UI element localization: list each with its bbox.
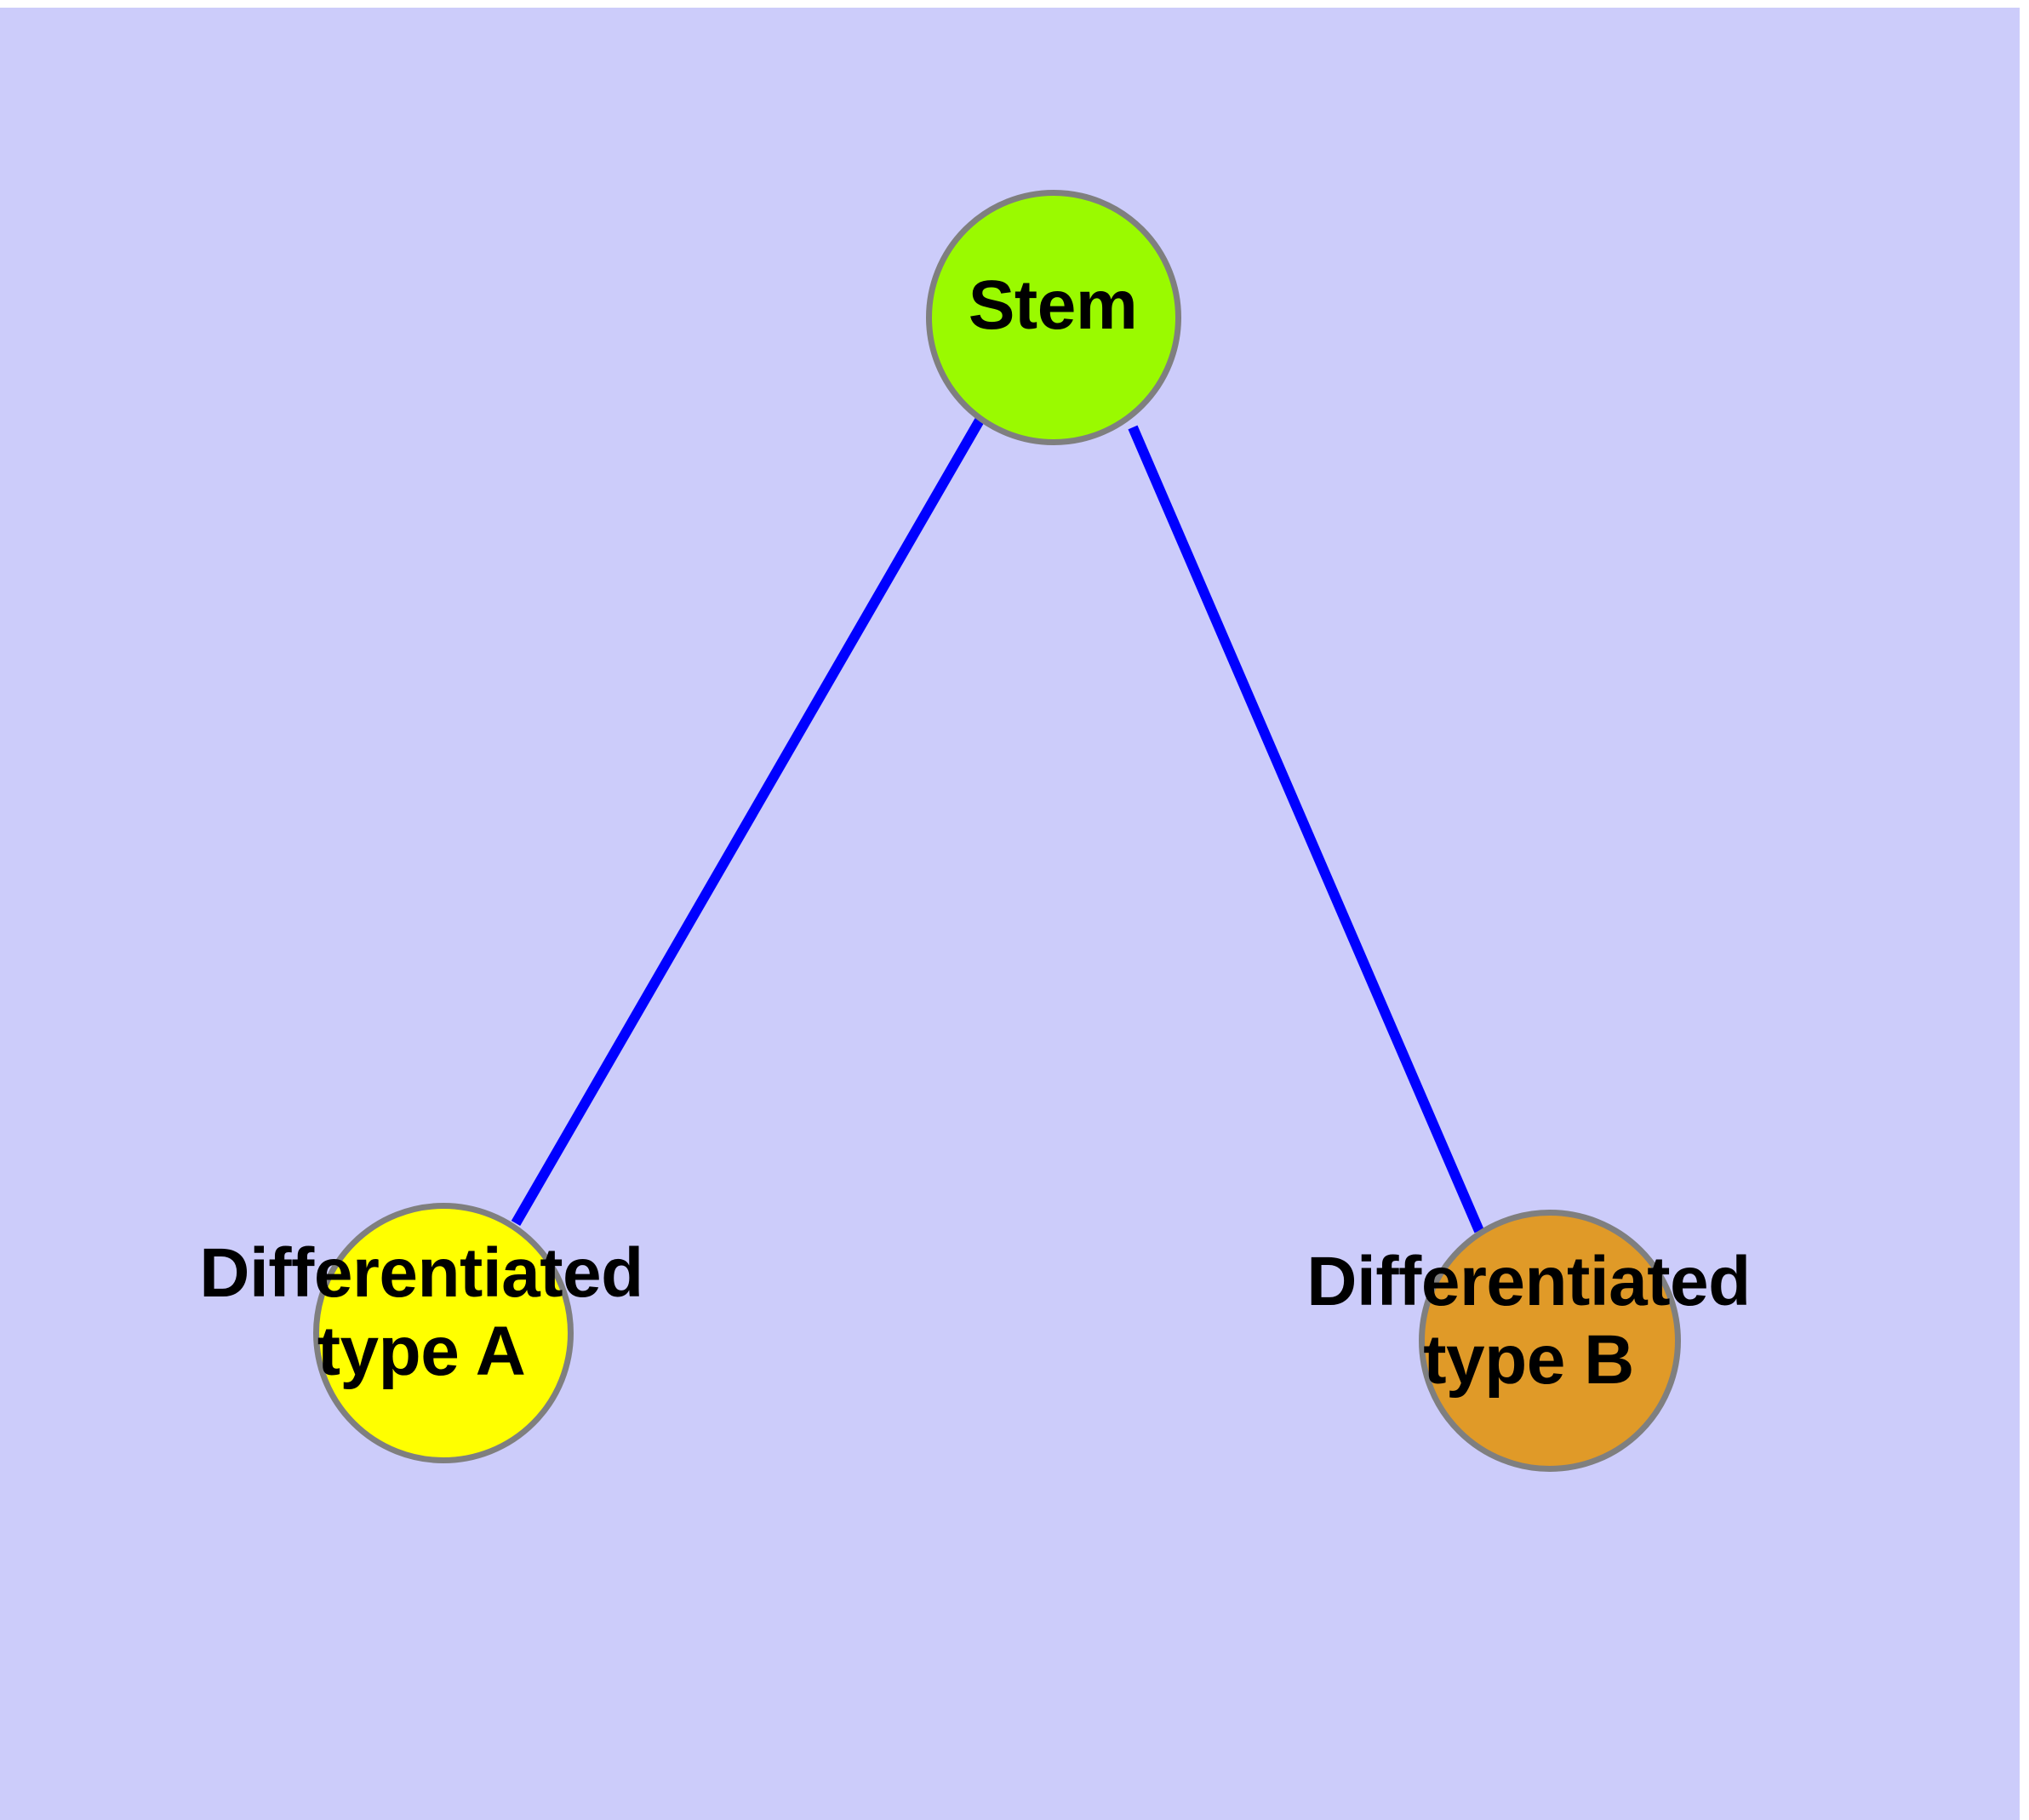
node-differentiated-type-b[interactable] [1419, 1210, 1681, 1472]
node-stem[interactable] [926, 190, 1181, 445]
node-label-differentiated-type-a: Differentiated type A [199, 1234, 643, 1390]
node-label-stem: Stem [968, 266, 1138, 344]
node-differentiated-type-a[interactable] [313, 1203, 574, 1463]
node-label-differentiated-type-b: Differentiated type B [1306, 1243, 1751, 1399]
